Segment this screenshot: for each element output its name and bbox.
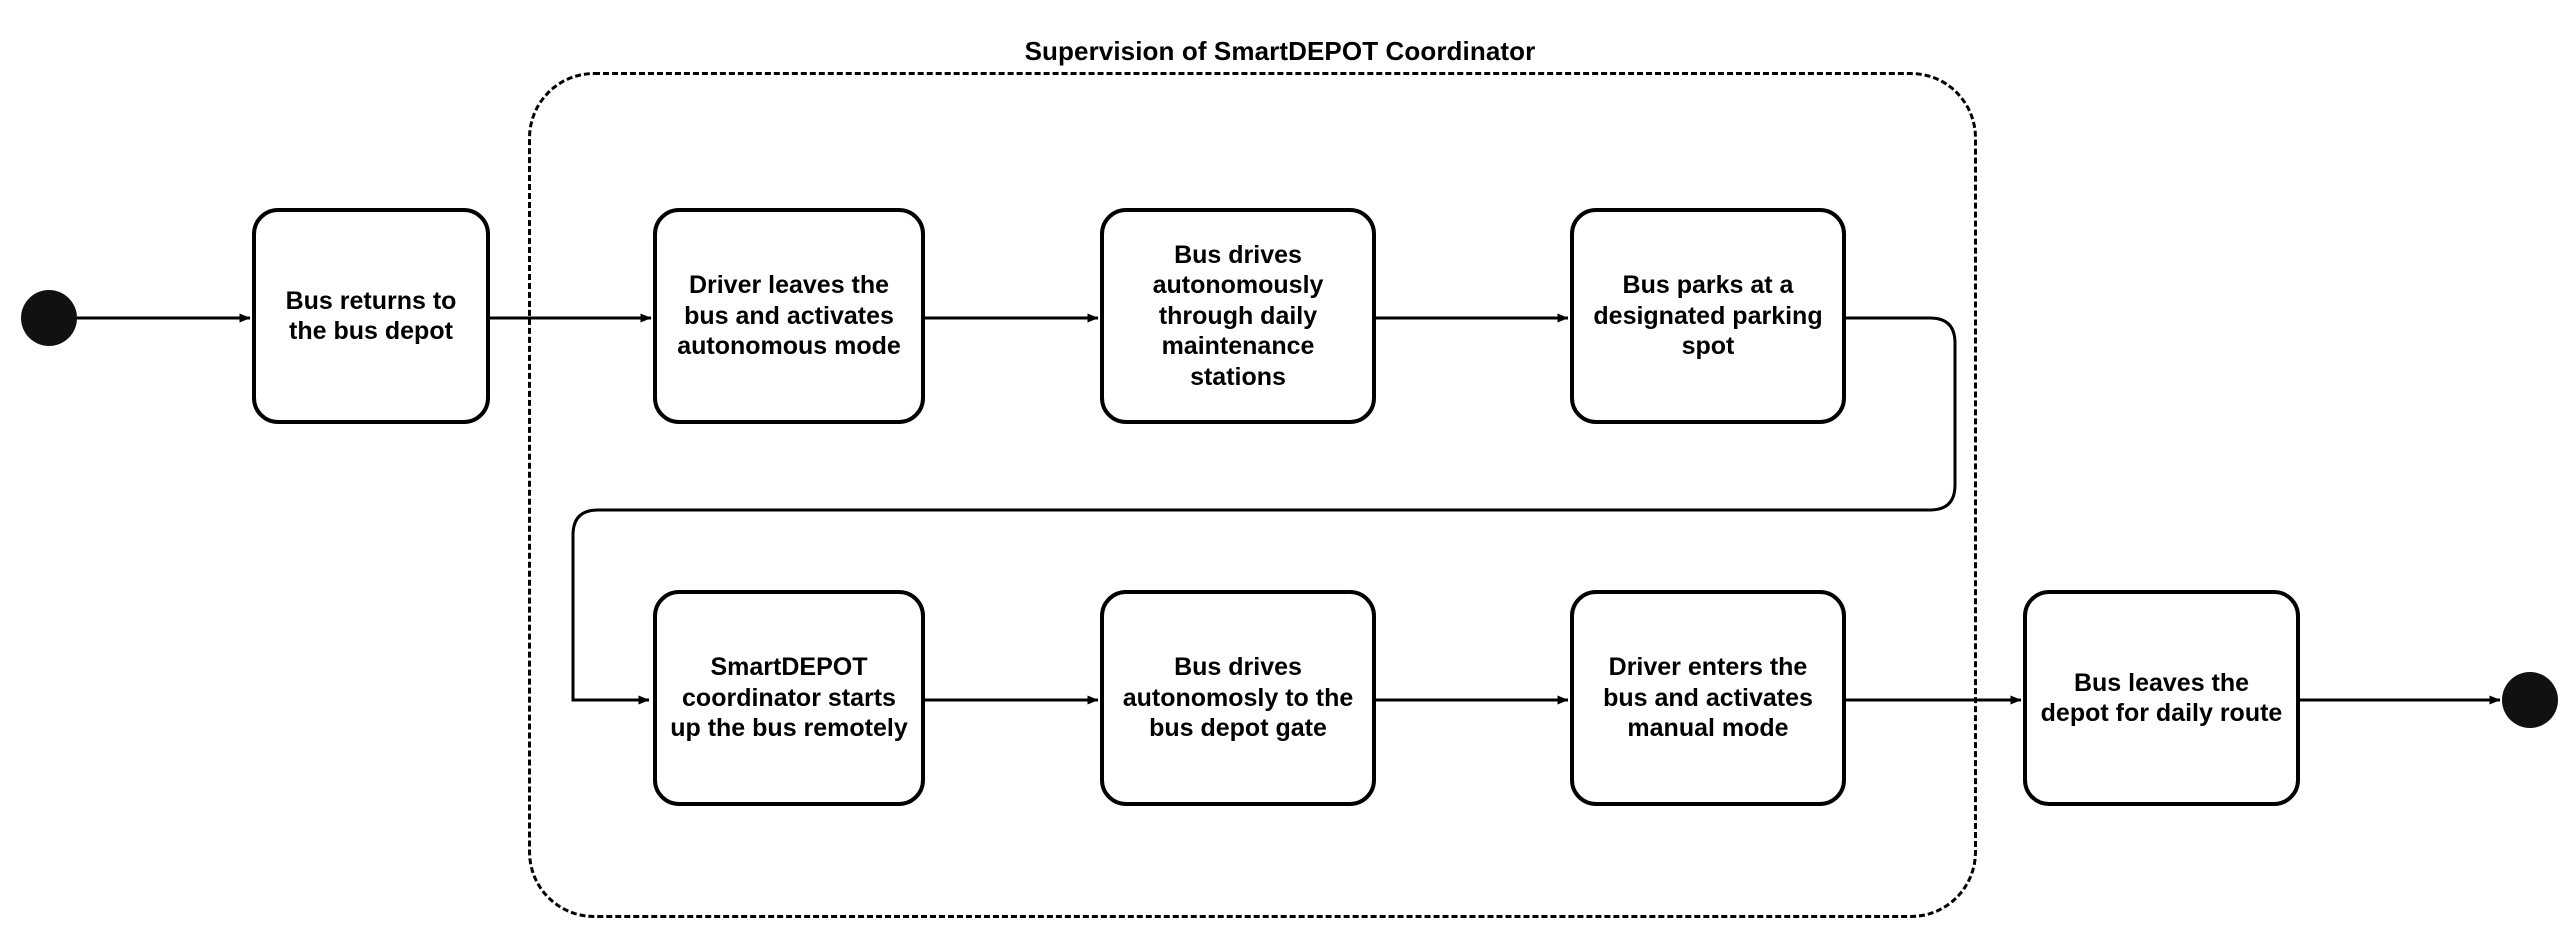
action-label: Driver leaves the bus and activates auto… (677, 271, 901, 361)
action-label: Bus drives autonomously through daily ma… (1152, 240, 1324, 391)
action-node-bus-drives-maintenance[interactable]: Bus drives autonomously through daily ma… (1100, 208, 1376, 424)
action-label: Bus leaves the depot for daily route (2040, 668, 2283, 728)
partition-supervision-of-smartdepot-coordinator (528, 72, 1977, 918)
action-label: SmartDEPOT coordinator starts up the bus… (670, 653, 908, 743)
action-node-bus-leaves[interactable]: Bus leaves the depot for daily route (2023, 590, 2300, 806)
action-node-coordinator-starts-bus[interactable]: SmartDEPOT coordinator starts up the bus… (653, 590, 925, 806)
final-node-end (2502, 672, 2558, 728)
action-label: Driver enters the bus and activates manu… (1603, 653, 1813, 743)
action-node-bus-parks[interactable]: Bus parks at a designated parking spot (1570, 208, 1846, 424)
diagram-title: Supervision of SmartDEPOT Coordinator (1024, 36, 1536, 66)
action-node-bus-returns[interactable]: Bus returns to the bus depot (252, 208, 490, 424)
action-label: Bus returns to the bus depot (285, 286, 457, 346)
initial-node-start (21, 290, 77, 346)
action-label: Bus drives autonomosly to the bus depot … (1122, 653, 1354, 743)
action-node-driver-enters[interactable]: Driver enters the bus and activates manu… (1570, 590, 1846, 806)
action-label: Bus parks at a designated parking spot (1593, 271, 1823, 361)
action-node-driver-leaves[interactable]: Driver leaves the bus and activates auto… (653, 208, 925, 424)
action-node-bus-drives-gate[interactable]: Bus drives autonomosly to the bus depot … (1100, 590, 1376, 806)
